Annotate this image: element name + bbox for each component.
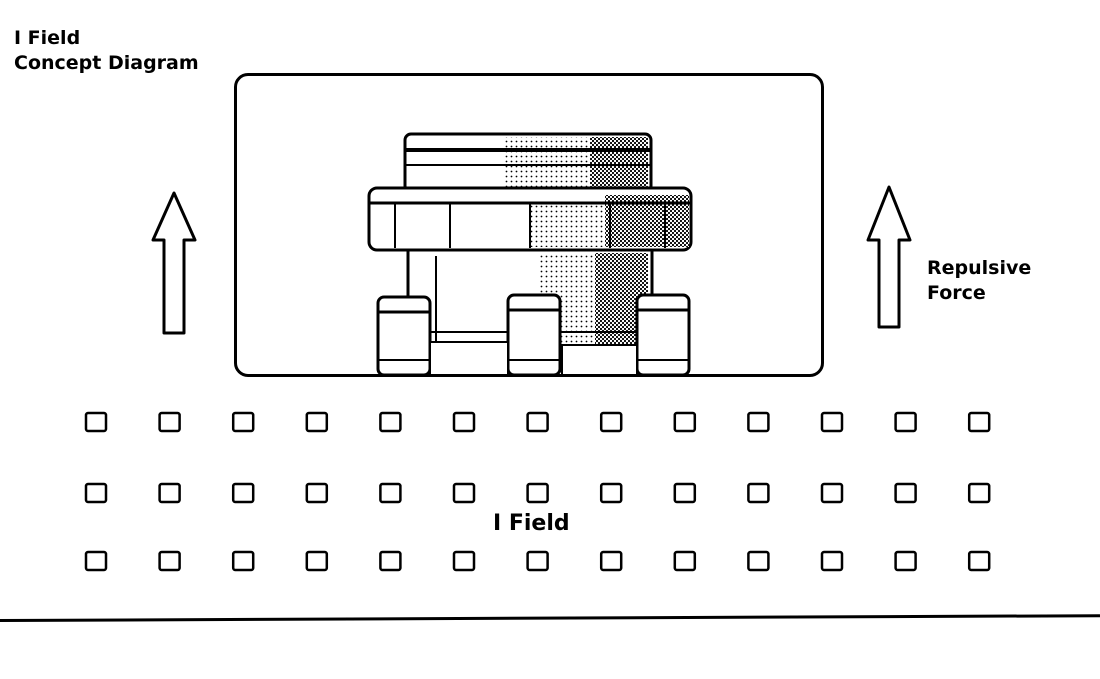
field-square (526, 482, 549, 504)
vehicle-middle-ring (367, 186, 693, 252)
field-square (967, 482, 991, 504)
field-square (894, 411, 917, 433)
field-square (452, 550, 476, 572)
field-square (84, 482, 108, 504)
field-square (673, 411, 697, 433)
field-square (231, 411, 255, 433)
field-square (379, 482, 402, 504)
field-square (747, 550, 770, 572)
repulsive-force-label: Repulsive Force (927, 256, 1031, 306)
field-square (158, 411, 181, 433)
field-square (526, 550, 549, 572)
field-square (967, 550, 991, 572)
field-square (599, 482, 623, 504)
field-square (820, 550, 844, 572)
field-square (305, 550, 329, 572)
field-square (894, 550, 917, 572)
field-square (305, 411, 329, 433)
field-square (84, 411, 108, 433)
field-square (158, 550, 181, 572)
field-square (379, 550, 402, 572)
vehicle-top-section (403, 132, 653, 194)
field-square (231, 550, 255, 572)
force-label-line1: Repulsive (927, 257, 1032, 279)
field-square (894, 482, 917, 504)
field-square (967, 411, 991, 433)
field-square (820, 411, 844, 433)
field-square (747, 411, 770, 433)
field-square (599, 411, 623, 433)
i-field-label: I Field (493, 511, 570, 536)
field-square (747, 482, 770, 504)
repulsive-force-arrow-right (866, 185, 912, 329)
field-square (820, 482, 844, 504)
diagram-title-line2: Concept Diagram (14, 52, 199, 74)
field-square (673, 482, 697, 504)
field-square (526, 411, 549, 433)
field-square (305, 482, 329, 504)
diagram-title-line1: I Field (14, 27, 81, 49)
force-label-line2: Force (927, 282, 986, 304)
field-square (84, 550, 108, 572)
diagram-title: I Field Concept Diagram (14, 26, 199, 76)
repulsive-force-arrow-left (151, 191, 197, 335)
field-square (599, 550, 623, 572)
field-square (673, 550, 697, 572)
vehicle-legs (376, 293, 691, 377)
field-square (231, 482, 255, 504)
field-square (379, 411, 402, 433)
field-square (452, 411, 476, 433)
field-square (158, 482, 181, 504)
field-square (452, 482, 476, 504)
